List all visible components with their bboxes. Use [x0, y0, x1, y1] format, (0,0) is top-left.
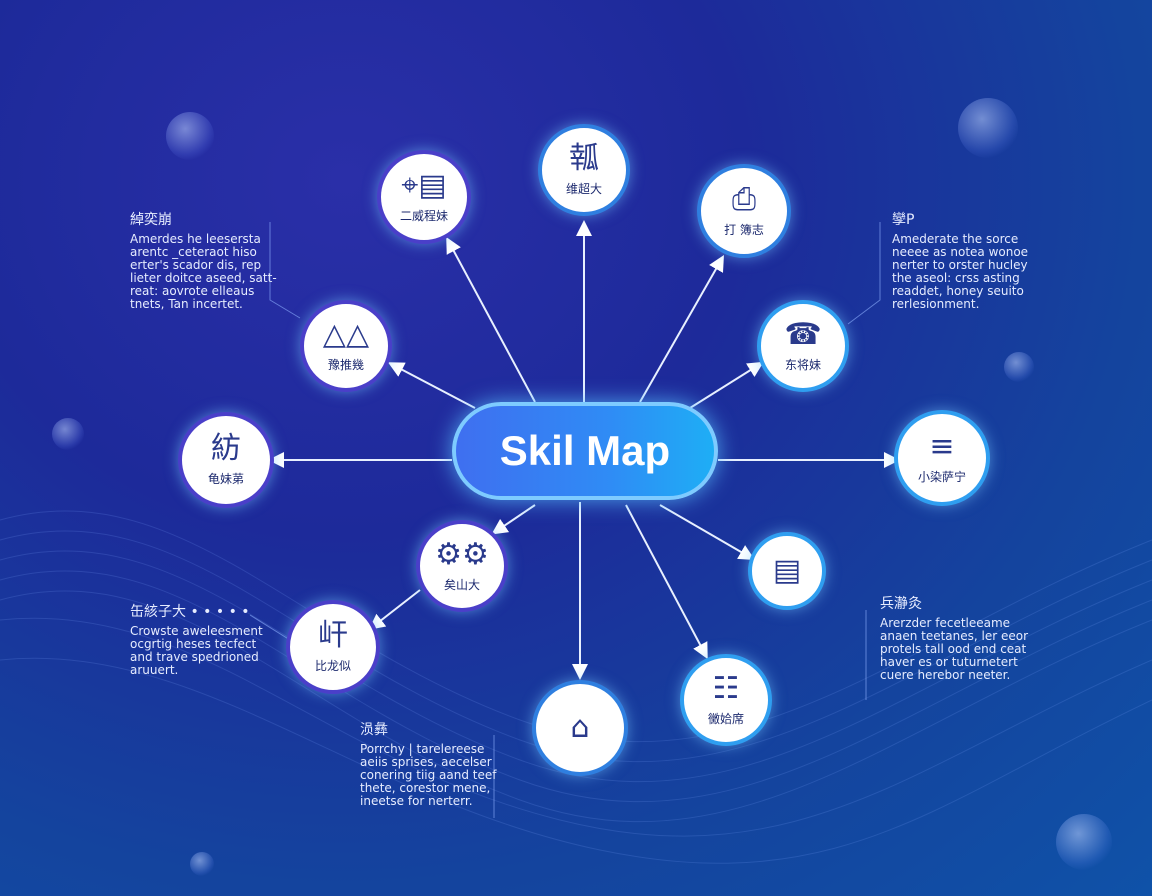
note-line: arentc _ceteraot hiso — [130, 245, 257, 259]
connector-line — [387, 362, 476, 409]
skill-node-12[interactable]: ☷ 黴姶席 — [680, 654, 772, 746]
skill-node-label: 东将妹 — [784, 357, 821, 372]
document-pin-icon: ⎙ — [732, 181, 756, 217]
skill-node-7[interactable]: ≡ 小染萨宁 — [894, 410, 990, 506]
connector-line — [446, 236, 536, 403]
note-title: 兵瀞灸 — [880, 596, 922, 612]
note-line: Amederate the sorce — [892, 232, 1019, 246]
note-line: the aseol: crss asting — [892, 271, 1020, 285]
note-top-right: 孿P Amederate the sorce neeee as notea wo… — [892, 212, 1029, 311]
note-line: ocgrtig heses tecfect — [130, 637, 257, 651]
skill-node-label: 豫推幾 — [327, 357, 364, 372]
connector-line — [625, 504, 708, 660]
decorative-orb — [52, 418, 84, 450]
note-line: aruuert. — [130, 663, 179, 677]
note-line: rerlesionment. — [892, 297, 980, 311]
note-title: 孿P — [892, 212, 915, 228]
connector-line — [659, 504, 755, 561]
location-screen-icon: ⌖▤ — [401, 167, 447, 203]
note-line: haver es or tuturnetert — [880, 655, 1018, 669]
skill-node-10[interactable]: 屽 比龙似 — [286, 600, 380, 694]
note-line: thete, corestor mene, — [360, 781, 491, 795]
note-line: ineetse for nerterr. — [360, 794, 473, 808]
callout-line — [847, 222, 881, 325]
connector-line — [368, 589, 421, 630]
skill-node-label: 二威程妹 — [399, 208, 448, 223]
glyph-icon: 瓡 — [569, 140, 599, 176]
skill-node-8[interactable]: ⚙⚙ 矣山大 — [416, 520, 508, 612]
factory-icon: ⌂ — [570, 710, 590, 745]
grid-icon: ☷ — [712, 670, 740, 706]
note-top-left: 綽奕崩 Amerdes he leesersta arentc _ceterao… — [130, 212, 277, 311]
center-title: Skil Map — [499, 427, 671, 474]
decorative-orb — [166, 112, 214, 160]
note-line: aeiis sprises, aecelser — [360, 755, 492, 769]
note-line: protels tall ood end ceat — [880, 642, 1027, 656]
decorative-orb — [190, 852, 214, 876]
skill-node-9[interactable]: ▤ — [748, 532, 826, 610]
note-line: erter's scador dis, rep — [130, 258, 262, 272]
skill-node-5[interactable]: ☎ 东将妹 — [757, 300, 849, 392]
note-line: Porrchy | tarelereese — [360, 742, 485, 756]
note-line: readdet, honey seuito — [892, 284, 1024, 298]
lines-icon: ≡ — [929, 428, 955, 464]
note-line: Arerzder fecetleeame — [880, 616, 1011, 630]
skill-node-6[interactable]: 紡 龟妹苐 — [178, 412, 274, 508]
note-line: and trave spedrioned — [130, 650, 259, 664]
skill-node-4[interactable]: △△ 豫推幾 — [300, 300, 392, 392]
skill-node-1[interactable]: ⌖▤ 二威程妹 — [377, 150, 471, 244]
gears-icon: ⚙⚙ — [435, 536, 489, 572]
note-mid-right: 兵瀞灸 Arerzder fecetleeame anaen teetanes,… — [880, 596, 1029, 682]
skill-node-label: 龟妹苐 — [207, 471, 244, 486]
decorative-orb — [1056, 814, 1112, 870]
note-bottom: 涢彝 Porrchy | tarelereese aeiis sprises, … — [360, 722, 497, 808]
callout-line — [269, 222, 301, 319]
note-line: nerter to orster hucley — [892, 258, 1028, 272]
note-line: tnets, Tan incertet. — [130, 297, 243, 311]
skill-node-label: 小染萨宁 — [917, 469, 966, 484]
phone-icon: ☎ — [784, 316, 822, 352]
note-line: reat: aovrote elleaus — [130, 284, 255, 298]
note-line: Amerdes he leesersta — [130, 232, 261, 246]
decorative-orb — [958, 98, 1018, 158]
note-title: 綽奕崩 — [130, 212, 172, 228]
note-line: cuere herebor neeter. — [880, 668, 1011, 682]
skill-node-label: 打 簿志 — [724, 222, 764, 237]
connector-line — [491, 504, 536, 535]
note-mid-left: 缶絯子⼤ • • • • • Crowste aweleesment ocgrt… — [130, 604, 263, 677]
character-icon: 紡 — [211, 430, 241, 466]
note-line: neeee as notea wonoe — [892, 245, 1029, 259]
mountain-icon: △△ — [322, 316, 370, 352]
note-title: 缶絯子⼤ • • • • • — [130, 604, 250, 620]
skill-node-2[interactable]: 瓡 维超大 — [538, 124, 630, 216]
note-line: Crowste aweleesment — [130, 624, 263, 638]
skill-node-label: 维超大 — [565, 181, 602, 196]
glyph-icon: 屽 — [318, 617, 348, 653]
note-line: lieter doitce aseed, satt- — [130, 271, 277, 285]
note-line: conering tiig aand teef — [360, 768, 497, 782]
skill-node-3[interactable]: ⎙ 打 簿志 — [697, 164, 791, 258]
connector-line — [639, 255, 724, 403]
skill-node-11[interactable]: ⌂ — [532, 680, 628, 776]
connector-line — [689, 361, 764, 409]
document-icon: ▤ — [772, 553, 802, 588]
skill-node-label: 比龙似 — [314, 658, 351, 673]
skill-node-label: 矣山大 — [443, 577, 480, 592]
callout-line — [249, 614, 291, 641]
skill-node-label: 黴姶席 — [707, 711, 744, 726]
note-title: 涢彝 — [360, 722, 388, 738]
note-line: anaen teetanes, ler eeor — [880, 629, 1029, 643]
center-node[interactable]: Skil Map — [452, 402, 718, 500]
decorative-orb — [1004, 352, 1034, 382]
